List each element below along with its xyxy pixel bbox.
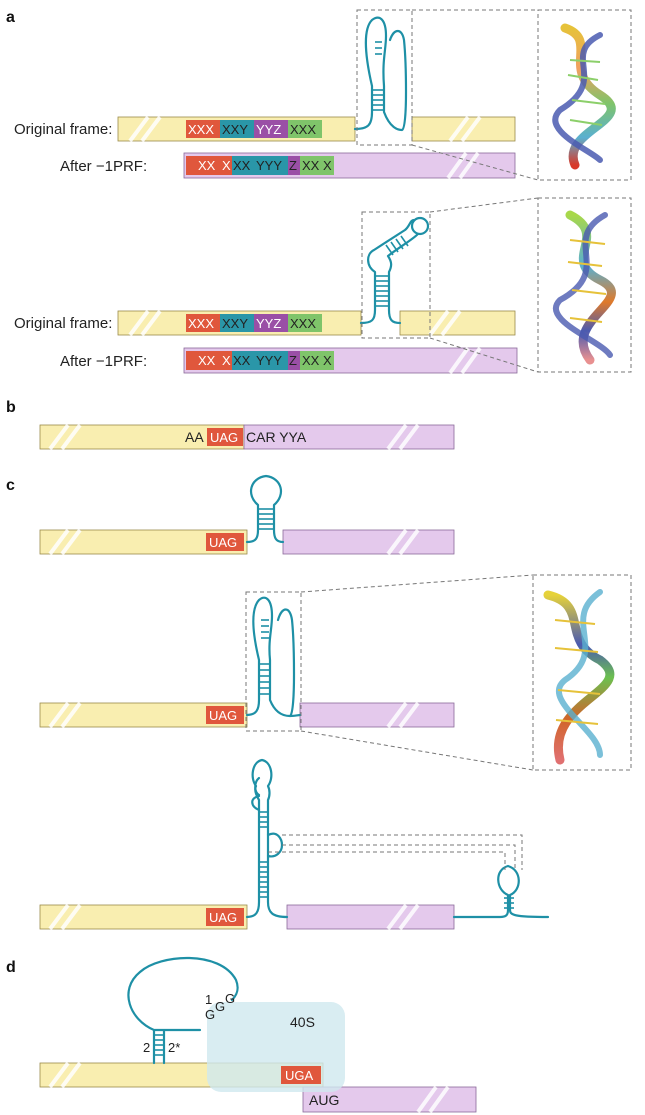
zoom-box [356, 9, 413, 146]
pair-label-left: 2 [143, 1040, 150, 1055]
nucleotide-g: G [215, 999, 225, 1014]
tRNA-like-loop [127, 956, 239, 1065]
panel-a-top: Original frame: XXX XXY YYZ XXX After −1… [14, 9, 632, 181]
codon-text: X [323, 158, 332, 173]
codon-text: YYY [256, 353, 282, 368]
codon-text: X [323, 353, 332, 368]
codon-text: XX [198, 158, 216, 173]
panel-d-label: d [6, 959, 16, 976]
ribosome-label: 40S [290, 1014, 315, 1030]
panel-b-sequence: AA UAG CAR YYA [39, 423, 455, 451]
stop-codon-box [207, 428, 243, 446]
codon-box [254, 120, 288, 138]
hairpin-loop [410, 216, 430, 236]
nucleotide-g: G [225, 991, 235, 1006]
stop-codon-text: UAG [209, 910, 237, 925]
nucleotide-index: 1 [205, 992, 212, 1007]
codon-text: XX [233, 353, 251, 368]
codon-text: XXX [188, 316, 214, 331]
rna-3d-ribbon [553, 210, 616, 365]
codon-text: X [222, 158, 231, 173]
panel-a-bottom: Original frame: XXX XXY YYZ XXX After −1… [14, 197, 632, 375]
start-codon-text: AUG [309, 1092, 339, 1108]
codon-text: Z [289, 353, 297, 368]
codon-box [288, 120, 322, 138]
codon-text: XXX [290, 122, 316, 137]
stop-codon-text: UAG [210, 430, 238, 445]
pair-label-right: 2* [168, 1040, 180, 1055]
ribosome-40s [207, 1002, 345, 1092]
codon-box [186, 120, 220, 138]
rna-3d-ribbon [552, 23, 616, 170]
panel-c-long-range: UAG [39, 758, 550, 931]
panel-a-label: a [6, 9, 15, 26]
codon-text: XXY [222, 316, 248, 331]
codon-text: YYZ [256, 316, 281, 331]
shifted-frame-label: After −1PRF: [60, 158, 147, 175]
codon-text: X [222, 353, 231, 368]
original-frame-label: Original frame: [14, 121, 112, 138]
codon-text: XX [302, 158, 320, 173]
pseudoknot-structure [353, 16, 408, 132]
stop-codon-text: UGA [285, 1068, 314, 1083]
panel-d-diagram: AUG 40S UGA 2 2* G G G 1 [39, 956, 477, 1114]
stem-loop-structure [359, 218, 420, 325]
shifted-frame-label: After −1PRF: [60, 353, 147, 370]
original-frame-label: Original frame: [14, 315, 112, 332]
panel-c-label: c [6, 477, 15, 494]
structure-inset [537, 9, 632, 181]
stop-codon-text: UAG [209, 708, 237, 723]
panel-c-stem-loop: UAG [39, 474, 455, 556]
codon-text: YYY [256, 158, 282, 173]
codon-text: Z [289, 158, 297, 173]
rna-3d-ribbon [543, 589, 615, 765]
sequence-pre: AA [185, 429, 204, 445]
sequence-post: CAR YYA [246, 429, 307, 445]
codon-text: XXX [290, 316, 316, 331]
codon-text: XXX [188, 122, 214, 137]
codon-text: YYZ [256, 122, 281, 137]
stop-codon-text: UAG [209, 535, 237, 550]
nucleotide-g: G [205, 1007, 215, 1022]
codon-box [220, 120, 254, 138]
codon-text: XX [198, 353, 216, 368]
codon-text: XX [233, 158, 251, 173]
panel-b-label: b [6, 399, 16, 416]
codon-text: XX [302, 353, 320, 368]
codon-text: XXY [222, 122, 248, 137]
panel-c-pseudoknot: UAG [39, 574, 632, 771]
